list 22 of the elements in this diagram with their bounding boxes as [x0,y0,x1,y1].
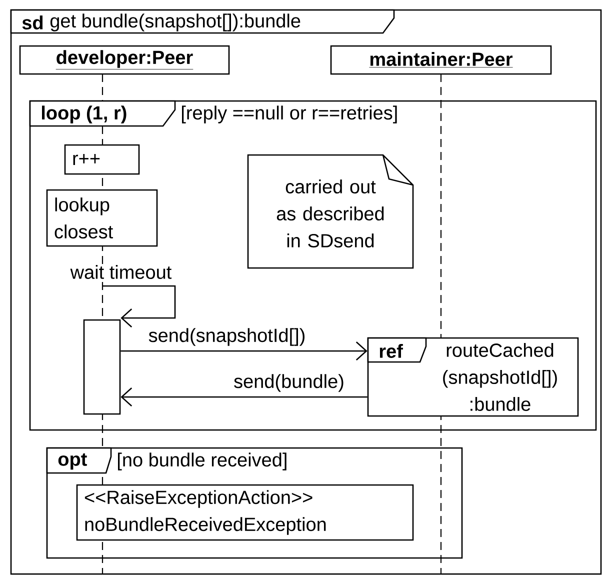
message-arrow [120,388,368,406]
activation-bar [83,319,121,415]
lifeline-head: developer:Peer [19,45,230,75]
reference-text: routeCached (snapshotId[]) :bundle [443,343,557,411]
frame-title: get bundle(snapshot[]):bundle [50,14,300,32]
message-arrow [120,342,368,360]
note-box: carried out as described in SDsend [247,154,414,269]
message-label: send(snapshotId[]) [147,327,307,347]
action-box: lookup closest [46,189,158,247]
opt-tab: opt [46,447,112,474]
action-box: r++ [64,144,140,175]
loop-guard: [reply ==null or r==retries] [180,104,400,124]
message-label: wait timeout [69,264,173,280]
guard-condition: [no bundle received] [116,452,289,472]
message-arrow [102,285,176,328]
lifeline-head: maintainer:Peer [330,45,552,75]
frame [46,447,463,559]
message-label: send(bundle) [232,373,346,393]
loop-tab: loop (1, r) [29,100,176,127]
frame [29,100,597,431]
ref-tab: ref [367,337,427,363]
action-box: <<RaiseExceptionAction>> noBundleReceivedException [76,484,414,541]
